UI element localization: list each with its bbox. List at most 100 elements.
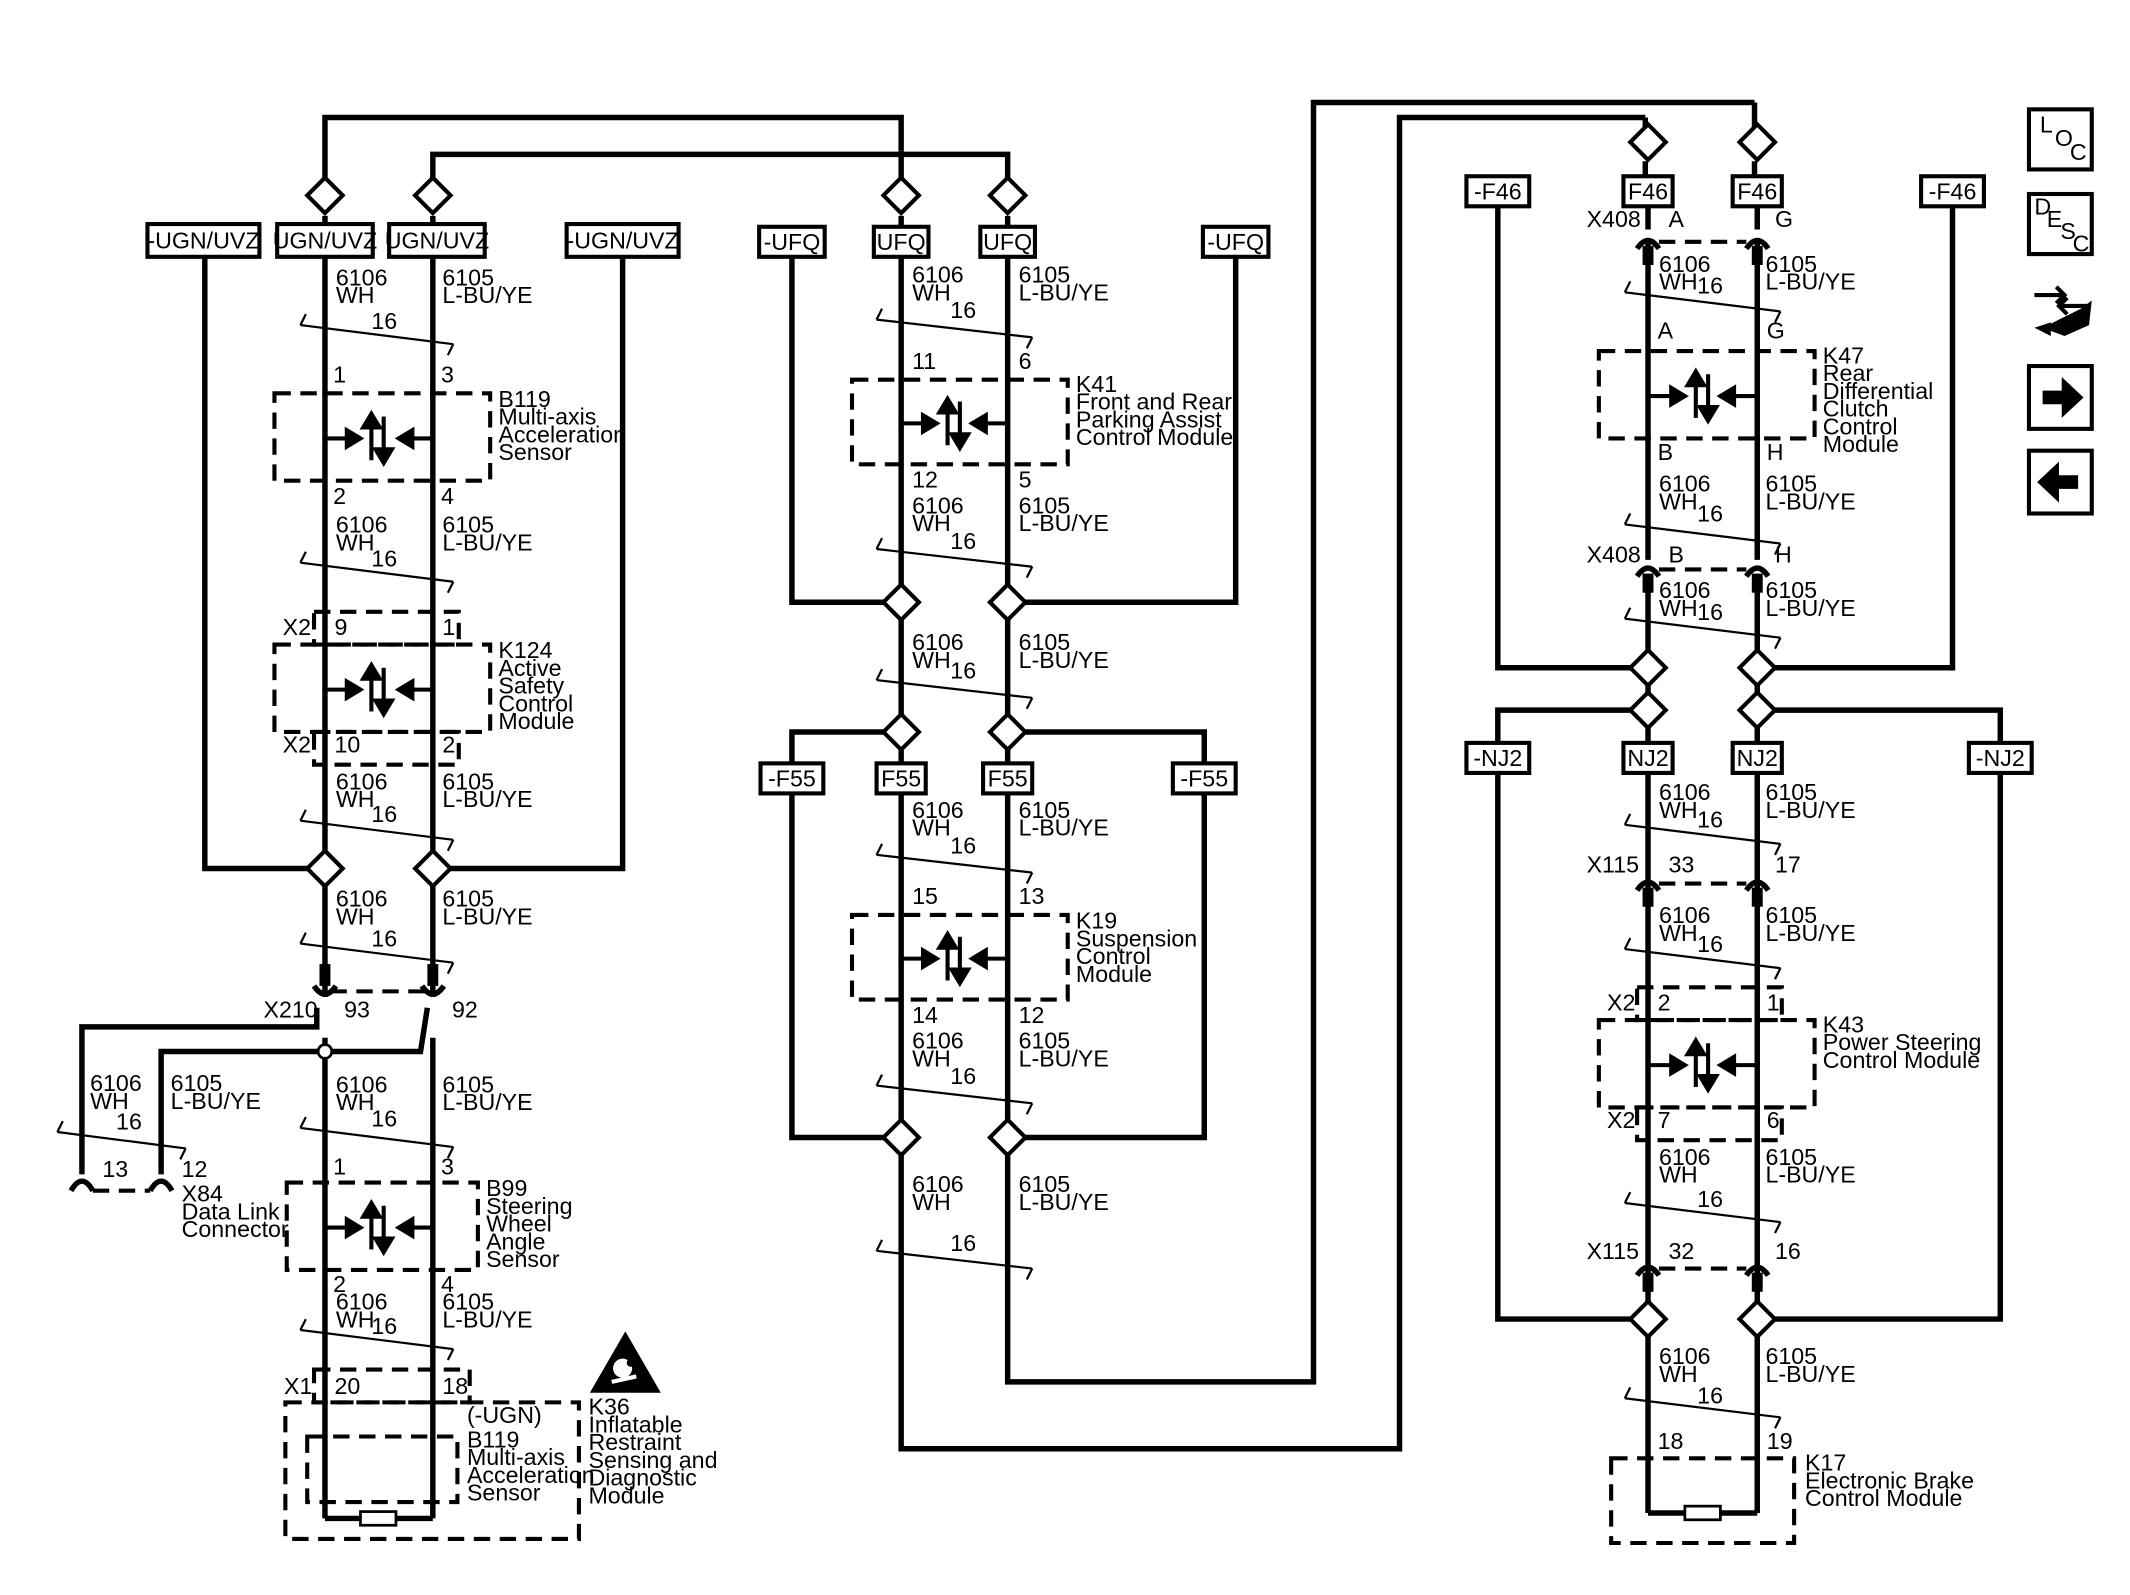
svg-text:6: 6 (1767, 1107, 1780, 1133)
k47-label: K47 Rear Differential Clutch Control Mod… (1823, 342, 1934, 457)
svg-text:Sensing and: Sensing and (588, 1447, 717, 1473)
svg-text:L-BU/YE: L-BU/YE (1765, 269, 1855, 295)
svg-text:B: B (1669, 542, 1684, 568)
svg-text:Control: Control (498, 690, 573, 716)
svg-text:K43: K43 (1823, 1011, 1864, 1037)
k19-label: K19 Suspension Control Module (1076, 908, 1197, 987)
wire-x84-bu (158, 1007, 431, 1175)
svg-text:L-BU/YE: L-BU/YE (1765, 797, 1855, 823)
option-label: UFQ (871, 224, 931, 259)
svg-text:A: A (1669, 206, 1685, 232)
k36-module-outline (283, 1400, 581, 1541)
wire-neg-ugn-bypass (202, 256, 626, 872)
svg-text:6106: 6106 (912, 1171, 964, 1197)
svg-text:S: S (2060, 218, 2075, 244)
svg-text:WH: WH (912, 1045, 951, 1071)
k17-module-outline (1609, 1456, 1797, 1546)
previous-page-icon[interactable] (2026, 448, 2094, 516)
svg-text:L-BU/YE: L-BU/YE (171, 1088, 261, 1114)
svg-text:H: H (1767, 439, 1784, 465)
svg-text:Control Module: Control Module (1823, 1047, 1980, 1073)
svg-text:16: 16 (1697, 1383, 1723, 1409)
next-page-icon[interactable] (2026, 363, 2094, 431)
svg-text:16: 16 (371, 925, 397, 951)
airbag-warning-icon (589, 1331, 661, 1393)
svg-text:L: L (2040, 112, 2053, 138)
option-label: F46 (1621, 174, 1675, 209)
svg-text:6105: 6105 (1765, 471, 1817, 497)
pin-number: 1 (333, 361, 346, 387)
svg-text:-NJ2: -NJ2 (1976, 745, 2025, 771)
wire-gauge: 16 (371, 308, 397, 334)
svg-text:16: 16 (1697, 273, 1723, 299)
svg-text:WH: WH (912, 280, 951, 306)
svg-text:Data Link: Data Link (182, 1198, 280, 1224)
svg-text:16: 16 (1697, 807, 1723, 833)
svg-text:Connector: Connector (182, 1216, 289, 1242)
svg-text:O: O (2055, 125, 2073, 151)
svg-text:6105: 6105 (442, 1289, 494, 1315)
svg-text:A: A (1658, 318, 1674, 344)
svg-text:2: 2 (333, 1271, 346, 1297)
k36-inner-label: (-UGN) B119 Multi-axis Acceleration Sens… (467, 1402, 595, 1506)
svg-text:L-BU/YE: L-BU/YE (1019, 510, 1109, 536)
svg-text:L-BU/YE: L-BU/YE (1765, 488, 1855, 514)
wire-wh-top-loop (322, 114, 904, 196)
svg-text:-F46: -F46 (1474, 178, 1522, 204)
k124-label: K124 Active Safety Control Module (498, 637, 574, 734)
k124-module-outline (272, 642, 493, 735)
option-label: -F55 (1170, 761, 1238, 796)
svg-text:6106: 6106 (1659, 577, 1711, 603)
svg-text:20: 20 (335, 1373, 361, 1399)
side-nav: L O C D E S C (2026, 107, 2094, 516)
svg-text:6106: 6106 (336, 1071, 388, 1097)
svg-text:6106: 6106 (1659, 779, 1711, 805)
svg-text:Wheel: Wheel (486, 1211, 552, 1237)
svg-text:6105: 6105 (1019, 262, 1071, 288)
svg-text:WH: WH (1659, 1162, 1698, 1188)
svg-text:Rear: Rear (1823, 360, 1874, 386)
connector-label: X408 (1587, 206, 1641, 232)
svg-text:Parking Assist: Parking Assist (1076, 406, 1222, 432)
svg-text:16: 16 (1697, 501, 1723, 527)
svg-text:WH: WH (1659, 488, 1698, 514)
svg-text:Differential: Differential (1823, 378, 1934, 404)
wire-label: WH (336, 282, 375, 308)
svg-text:Sensor: Sensor (498, 439, 572, 465)
svg-text:6: 6 (1019, 348, 1032, 374)
svg-text:6105: 6105 (1765, 779, 1817, 805)
svg-text:L-BU/YE: L-BU/YE (1019, 815, 1109, 841)
svg-text:12: 12 (182, 1156, 208, 1182)
option-label: NJ2 (1730, 740, 1784, 775)
connector-end-view-icon[interactable] (2034, 285, 2092, 336)
svg-text:12: 12 (912, 467, 938, 493)
svg-text:-UGN/UVZ: -UGN/UVZ (147, 228, 259, 254)
option-label: -UFQ (757, 224, 827, 259)
svg-text:15: 15 (912, 883, 938, 909)
svg-text:NJ2: NJ2 (1737, 745, 1778, 771)
svg-text:UFQ: UFQ (877, 229, 926, 255)
location-button[interactable]: L O C (2026, 107, 2094, 172)
svg-text:K41: K41 (1076, 371, 1117, 397)
pin-number: 2 (333, 483, 346, 509)
svg-text:16: 16 (950, 528, 976, 554)
svg-text:6106: 6106 (912, 493, 964, 519)
svg-text:6105: 6105 (1765, 902, 1817, 928)
svg-text:12: 12 (1019, 1002, 1045, 1028)
connector-label: X115 (1587, 852, 1639, 878)
svg-text:L-BU/YE: L-BU/YE (1765, 1162, 1855, 1188)
svg-text:4: 4 (441, 1271, 454, 1297)
description-button[interactable]: D E S C (2026, 191, 2094, 256)
svg-text:16: 16 (950, 1230, 976, 1256)
svg-text:6106: 6106 (1659, 902, 1711, 928)
svg-text:6105: 6105 (1019, 629, 1071, 655)
svg-text:16: 16 (371, 546, 397, 572)
svg-text:L-BU/YE: L-BU/YE (1765, 1361, 1855, 1387)
svg-text:B119: B119 (467, 1426, 519, 1452)
svg-text:Diagnostic: Diagnostic (588, 1465, 696, 1491)
svg-text:16: 16 (371, 1313, 397, 1339)
option-label: UGN/UVZ (273, 221, 377, 259)
svg-text:L-BU/YE: L-BU/YE (442, 786, 532, 812)
svg-text:WH: WH (1659, 920, 1698, 946)
svg-text:Module: Module (1823, 431, 1899, 457)
